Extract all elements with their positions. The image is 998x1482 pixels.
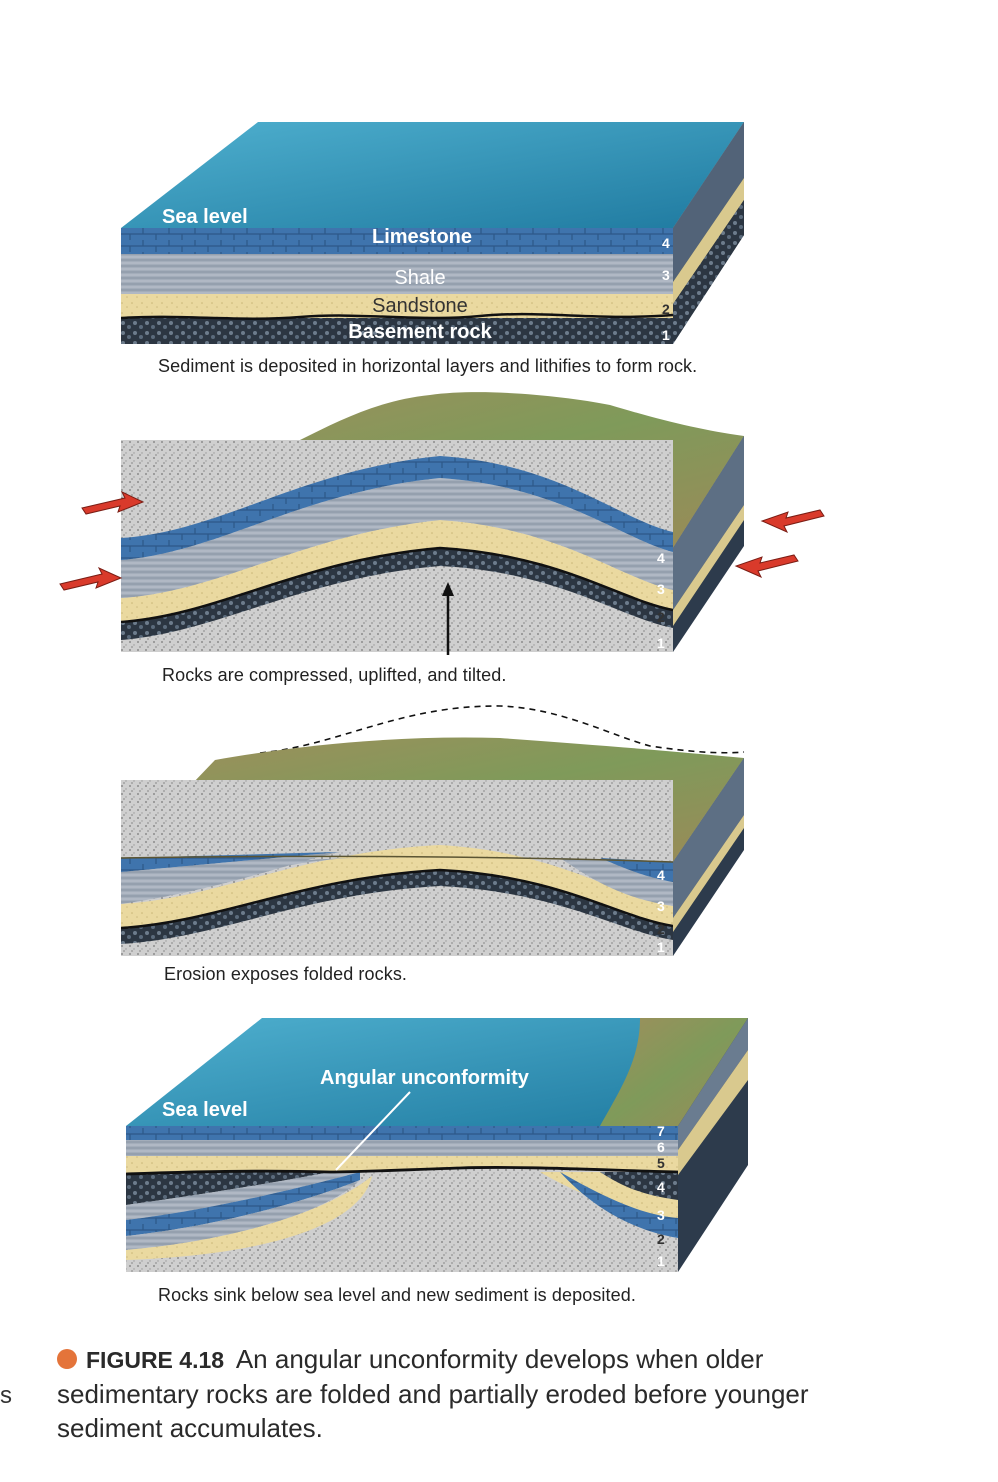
unconformity-surface bbox=[126, 1166, 678, 1176]
limestone-eroded-right bbox=[600, 858, 673, 882]
sea-surface bbox=[126, 1018, 748, 1126]
sandstone-label: Sandstone bbox=[372, 295, 468, 317]
old-limestone-tilted bbox=[126, 1172, 360, 1236]
limestone-label: Limestone bbox=[372, 226, 472, 248]
compression-arrow-left-top bbox=[81, 490, 145, 515]
figure-caption: FIGURE 4.18 An angular unconformity deve… bbox=[57, 1342, 857, 1445]
layer-number-1: 1 bbox=[657, 1253, 665, 1269]
basement-rock-layer bbox=[121, 318, 673, 344]
layer-number-1: 1 bbox=[657, 939, 665, 955]
shale-folded bbox=[121, 478, 673, 598]
old-sandstone-tilted bbox=[126, 1176, 372, 1260]
panel-3-caption: Erosion exposes folded rocks. bbox=[164, 964, 408, 984]
panel-4-caption: Rocks sink below sea level and new sedim… bbox=[158, 1285, 636, 1305]
sea-level-label: Sea level bbox=[162, 1099, 248, 1121]
basement-rock-label: Basement rock bbox=[348, 321, 492, 343]
shale-label: Shale bbox=[394, 267, 445, 289]
figure-text: An angular unconformity develops when ol… bbox=[57, 1344, 809, 1443]
sea-surface bbox=[121, 122, 744, 228]
layer-number-3: 3 bbox=[657, 898, 665, 914]
figure-number: FIGURE 4.18 bbox=[86, 1347, 225, 1373]
shore-land bbox=[600, 1018, 748, 1126]
sandstone-eroded bbox=[121, 845, 673, 928]
compression-arrow-right-top bbox=[760, 509, 825, 534]
limestone-folded bbox=[121, 456, 673, 560]
panel-2-caption: Rocks are compressed, uplifted, and tilt… bbox=[162, 665, 507, 685]
panel-2-folding: 4 3 2 1 bbox=[59, 392, 825, 655]
layer-number-3: 3 bbox=[662, 267, 670, 283]
figure-bullet-icon bbox=[57, 1349, 77, 1369]
old-limestone-tilted-right bbox=[560, 1172, 678, 1238]
layer-number-4: 4 bbox=[657, 550, 665, 566]
angular-unconformity-label: Angular unconformity bbox=[320, 1067, 530, 1089]
panel-1-horizontal-deposition: Sea level Limestone Shale Sandstone Base… bbox=[121, 122, 744, 344]
layer-number-2: 2 bbox=[657, 609, 665, 625]
old-shale-tilted bbox=[126, 1180, 360, 1250]
layer-number-2: 2 bbox=[657, 1231, 665, 1247]
compression-arrow-left-bottom bbox=[59, 566, 123, 591]
basement-rock-eroded bbox=[121, 870, 673, 944]
layer-number-6: 6 bbox=[657, 1139, 665, 1155]
layer-number-3: 3 bbox=[657, 581, 665, 597]
panel-1-caption: Sediment is deposited in horizontal laye… bbox=[158, 356, 698, 376]
layer-number-4: 4 bbox=[657, 867, 665, 883]
limestone-layer bbox=[121, 228, 673, 254]
sandstone-layer bbox=[121, 294, 673, 318]
layer-number-4: 4 bbox=[657, 1179, 665, 1195]
layer-number-7: 7 bbox=[657, 1123, 665, 1139]
layer-number-5: 5 bbox=[657, 1155, 665, 1171]
old-basement-rock bbox=[126, 1172, 330, 1205]
layer-number-2: 2 bbox=[662, 301, 670, 317]
shale-layer bbox=[121, 254, 673, 294]
new-sandstone-layer-5 bbox=[126, 1156, 678, 1174]
sea-level-label: Sea level bbox=[162, 206, 248, 228]
new-limestone-layer-7 bbox=[126, 1126, 678, 1140]
layer-number-1: 1 bbox=[662, 327, 670, 343]
layer-number-3: 3 bbox=[657, 1207, 665, 1223]
layer-number-4: 4 bbox=[662, 235, 670, 251]
panel-3-erosion: 4 3 2 1 bbox=[121, 705, 745, 956]
page-edge-text-fragment: s bbox=[0, 1382, 12, 1409]
compression-arrow-right-bottom bbox=[734, 554, 799, 579]
layer-number-2: 2 bbox=[657, 921, 665, 937]
unconformity-pointer-line bbox=[335, 1091, 411, 1171]
sandstone-folded bbox=[121, 520, 673, 622]
panel-4-angular-unconformity: Angular unconformity Sea level 7 6 5 4 3… bbox=[126, 1018, 748, 1272]
new-shale-layer-6 bbox=[126, 1140, 678, 1156]
layer-number-1: 1 bbox=[657, 635, 665, 651]
basement-rock-folded bbox=[121, 548, 673, 640]
